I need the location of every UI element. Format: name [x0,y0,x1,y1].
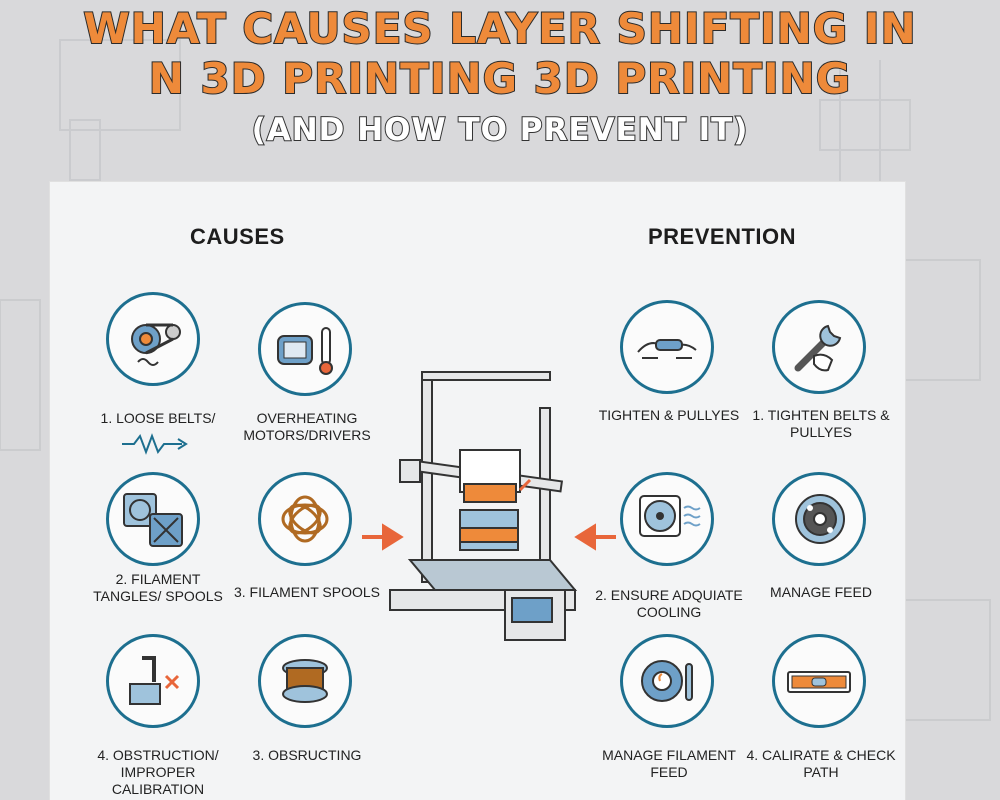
level-icon [772,634,866,728]
prevention-label-4: MANAGE FEED [770,584,872,600]
zigzag-arrow-icon [122,433,188,455]
arrow-left-icon [574,523,616,551]
prevention-label-1: TIGHTEN & PULLYES [598,407,740,423]
cause-label-2: OVERHEATING MOTORS/DRIVERS [243,410,371,443]
arrow-right-icon [362,523,404,551]
cause-label-3: 2. FILAMENT TANGLES/ SPOOLS [93,571,223,604]
filament-spool-icon [772,472,866,566]
wrench-icon [772,300,866,394]
cause-label-6: 3. OBSRUCTING [252,747,362,763]
obstruction-icon [106,634,200,728]
gear-belt-icon [106,292,200,386]
fan-icon [106,472,200,566]
hands-wrench-icon [620,300,714,394]
title-line-2: N 3D PRINTING 3D PRINTING [148,53,852,104]
subtitle: (AND HOW TO PREVENT IT) [251,111,749,149]
motor-thermometer-icon [258,302,352,396]
tangled-filament-icon [258,472,352,566]
spool-icon [258,634,352,728]
cause-label-4: 3. FILAMENT SPOOLS [233,584,380,600]
title-line-1: WHAT CAUSES LAYER SHIFTING IN [82,3,917,54]
prevention-label-6: 4. CALIRATE & CHECK PATH [746,747,896,780]
cause-label-1: 1. LOOSE BELTS/ [100,410,216,426]
causes-heading: CAUSES [190,224,285,249]
prevention-heading: PREVENTION [648,224,797,249]
prevention-label-3: 2. ENSURE ADQUIATE COOLING [595,587,743,620]
cause-label-5: 4. OBSTRUCTION/ IMPROPER CALIBRATION [97,747,219,797]
cooling-fan-icon [620,472,714,566]
prevention-label-5: MANAGE FILAMENT FEED [602,747,736,780]
prevention-label-2: 1. TIGHTEN BELTS & PULLYES [752,407,890,440]
tape-icon [620,634,714,728]
3d-printer-illustration [389,371,578,641]
